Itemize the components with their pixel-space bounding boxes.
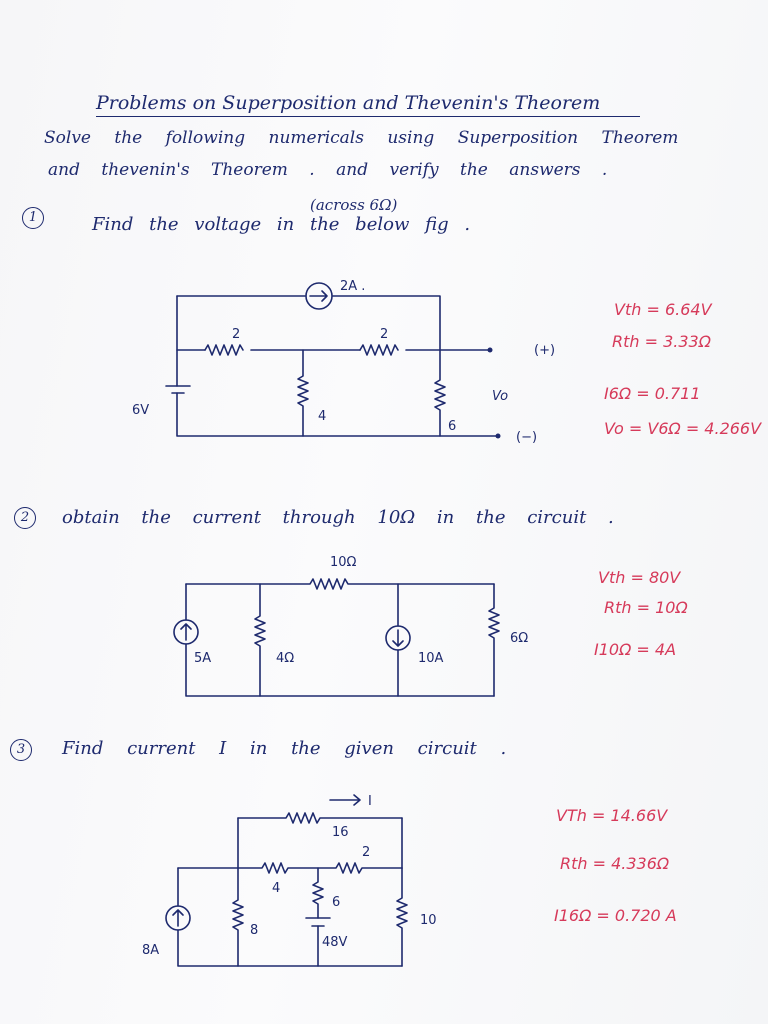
problem-2-answer-vth: Vth = 80V (598, 568, 681, 587)
label-6ohm: 6Ω (510, 631, 528, 646)
label-8a: 8A (142, 943, 159, 958)
label-r2: 2 (362, 845, 370, 860)
battery-48v-icon (305, 917, 331, 927)
resistor-2-right-icon (359, 344, 399, 356)
resistor-10-icon (396, 867, 408, 967)
resistor-8-icon (232, 867, 244, 967)
current-source-5a-icon (173, 619, 199, 645)
problem-1-note: (across 6Ω) (310, 196, 398, 214)
label-2a: 2A . (340, 279, 365, 294)
label-r1: 2 (232, 327, 240, 342)
problem-1-answer-vo: Vo = V6Ω = 4.266V (604, 419, 762, 438)
label-i: I (368, 794, 372, 809)
label-vo: Vo (492, 389, 508, 404)
label-r2: 2 (380, 327, 388, 342)
title-underline (96, 116, 640, 117)
problem-2-answer-i10: I10Ω = 4A (594, 640, 677, 659)
label-r6: 6 (332, 895, 340, 910)
label-plus: (+) (534, 343, 555, 358)
terminal-minus-icon (495, 433, 501, 439)
circuit-3: I 16 4 2 8A 8 6 48V 10 (142, 794, 437, 967)
problem-3-answer-vth: VTh = 14.66V (556, 806, 668, 825)
label-10a: 10A (418, 651, 444, 666)
label-5a: 5A (194, 651, 211, 666)
circuit-1: 2A . 2 2 (+) 4 6 6V (−) Vo (132, 279, 555, 445)
current-source-2a-icon (305, 282, 333, 310)
current-arrow-icon (329, 794, 361, 806)
problem-3-question: Find current I in the given circuit . (62, 738, 507, 759)
problem-2-question: obtain the current through 10Ω in the ci… (62, 507, 614, 528)
instruction-line-2: and thevenin's Theorem . and verify the … (48, 160, 608, 180)
middle-branch (177, 862, 403, 874)
problem-1-answer-rth: Rth = 3.33Ω (612, 332, 711, 351)
resistor-10-icon (185, 578, 495, 590)
instruction-line-1: Solve the following numericals using Sup… (44, 128, 679, 148)
label-r4: 6 (448, 419, 456, 434)
label-r4: 4 (272, 881, 280, 896)
problem-3-number: 3 (10, 739, 32, 761)
label-r-top: 10Ω (330, 555, 357, 570)
current-source-10a-icon (385, 625, 411, 651)
problem-1-question: Find the voltage in the below fig . (92, 214, 471, 235)
label-4ohm: 4Ω (276, 651, 294, 666)
problem-1-answer-i6: I6Ω = 0.711 (604, 384, 701, 403)
resistor-16-icon (237, 812, 403, 824)
label-6v: 6V (132, 403, 149, 418)
problem-2-answer-rth: Rth = 10Ω (604, 598, 688, 617)
problem-1-number: 1 (22, 207, 44, 229)
label-r10: 10 (420, 913, 437, 928)
label-r8: 8 (250, 923, 258, 938)
problem-3-answer-rth: Rth = 4.336Ω (560, 854, 670, 873)
problem-2-number: 2 (14, 507, 36, 529)
resistor-4-icon (297, 349, 309, 437)
resistor-6-icon (434, 349, 446, 437)
resistor-6-icon (312, 867, 324, 919)
label-r16: 16 (332, 825, 349, 840)
resistor-2-left-icon (204, 344, 244, 356)
resistor-4ohm-icon (254, 583, 266, 697)
label-minus: (−) (516, 430, 537, 445)
resistor-6ohm-icon (488, 583, 500, 697)
label-r3: 4 (318, 409, 326, 424)
terminal-plus-icon (487, 347, 493, 353)
page-title: Problems on Superposition and Thevenin's… (96, 92, 601, 114)
problem-1-answer-vth: Vth = 6.64V (614, 300, 712, 319)
label-48v: 48V (322, 935, 348, 950)
battery-6v-icon (165, 385, 191, 394)
current-source-8a-icon (165, 905, 191, 931)
circuit-2: 10Ω 5A 4Ω 10A 6Ω (173, 555, 528, 697)
problem-3-answer-i16: I16Ω = 0.720 A (554, 906, 677, 925)
